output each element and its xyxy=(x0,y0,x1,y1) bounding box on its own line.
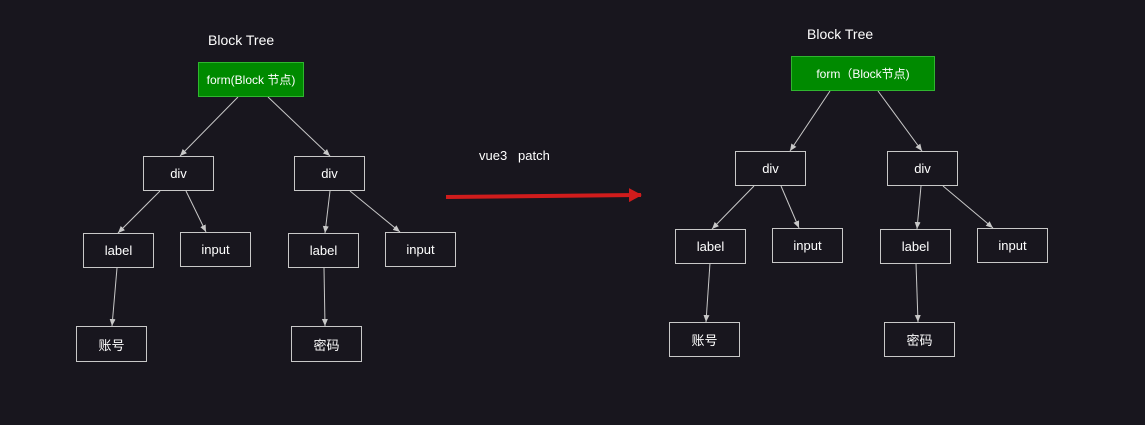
left-text-node-2: 密码 xyxy=(291,326,362,362)
edge-root-div-left xyxy=(179,96,239,157)
edge-label-text-left-r xyxy=(703,262,711,323)
left-text-node-1: 账号 xyxy=(76,326,147,362)
right-input-node-1: input xyxy=(772,228,843,263)
right-text-node-2: 密码 xyxy=(884,322,955,357)
right-label-node-1: label xyxy=(675,229,746,264)
left-label-node-1: label xyxy=(83,233,154,268)
edge-root-div-left-r xyxy=(789,90,831,152)
patch-label: vue3 patch xyxy=(479,148,550,163)
left-tree-title: Block Tree xyxy=(208,32,275,48)
edge-div-label-right xyxy=(322,190,331,234)
right-div-node-2: div xyxy=(887,151,958,186)
left-div-node-1: div xyxy=(143,156,214,191)
edge-div-input-left-r xyxy=(780,185,800,229)
edge-div-input-right xyxy=(349,190,401,233)
right-div-node-1: div xyxy=(735,151,806,186)
right-root-node: form（Block节点) xyxy=(791,56,935,91)
edge-label-text-left xyxy=(109,267,118,327)
left-input-node-1: input xyxy=(180,232,251,267)
edge-div-label-left xyxy=(117,190,161,234)
edge-root-div-right-r xyxy=(877,90,923,152)
right-text-node-1: 账号 xyxy=(669,322,740,357)
left-div-node-2: div xyxy=(294,156,365,191)
edge-root-div-right xyxy=(267,96,331,157)
edge-div-input-left xyxy=(185,190,207,233)
edge-label-text-right xyxy=(321,267,328,327)
edge-label-text-right-r xyxy=(914,262,921,323)
edge-div-input-right-r xyxy=(942,185,994,229)
edge-div-label-left-r xyxy=(711,185,755,230)
right-label-node-2: label xyxy=(880,229,951,264)
right-input-node-2: input xyxy=(977,228,1048,263)
edge-div-label-right-r xyxy=(914,185,922,230)
left-input-node-2: input xyxy=(385,232,456,267)
patch-arrow xyxy=(445,188,642,203)
right-tree-title: Block Tree xyxy=(807,26,874,42)
left-label-node-2: label xyxy=(288,233,359,268)
left-root-node: form(Block 节点) xyxy=(198,62,304,97)
